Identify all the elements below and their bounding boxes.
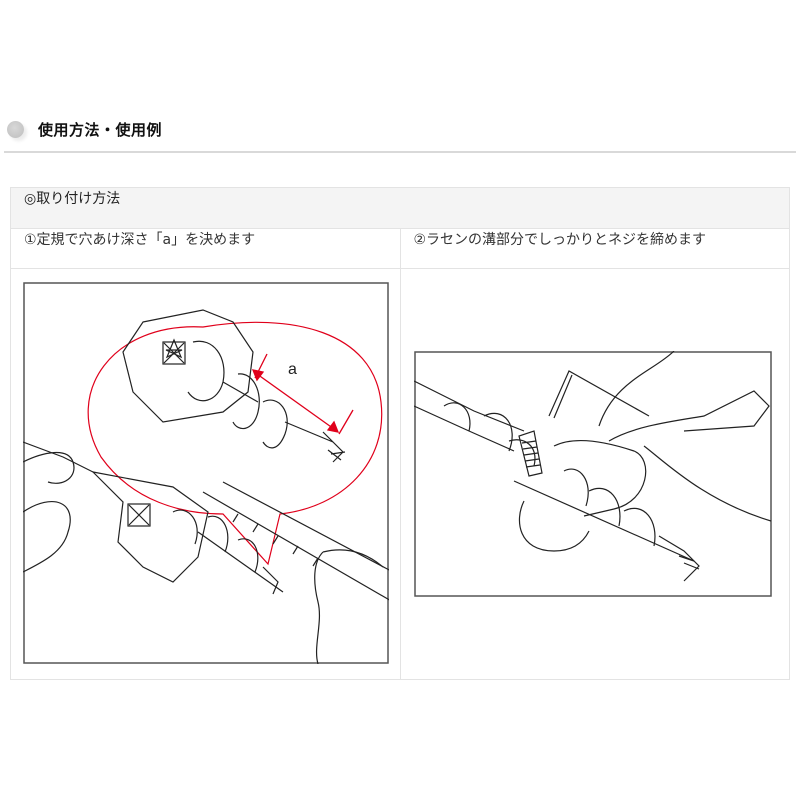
bullet-circle-icon [7, 121, 24, 138]
steps-row: ①定規で穴あけ深さ「a」を決めます ②ラセンの溝部分でしっかりとネジを締めます [10, 228, 790, 269]
table-header-row: ◎取り付け方法 [10, 187, 790, 229]
step-1-illustration-cell: a [10, 268, 401, 680]
step-2-label: ②ラセンの溝部分でしっかりとネジを締めます [399, 228, 790, 269]
svg-text:a: a [288, 361, 297, 378]
installation-table: ◎取り付け方法 ①定規で穴あけ深さ「a」を決めます ②ラセンの溝部分でしっかりと… [10, 187, 790, 680]
section-title: 使用方法・使用例 [38, 121, 163, 139]
heading-divider [4, 151, 796, 153]
step-2-illustration-cell [399, 268, 790, 680]
step-1-label: ①定規で穴あけ深さ「a」を決めます [10, 228, 401, 269]
ruler-measure-illustration: a [23, 282, 389, 664]
table-header-cell: ◎取り付け方法 [10, 187, 790, 229]
section-heading: 使用方法・使用例 [0, 112, 800, 154]
illustrations-row: a [10, 268, 790, 680]
hex-wrench-illustration [413, 351, 772, 597]
